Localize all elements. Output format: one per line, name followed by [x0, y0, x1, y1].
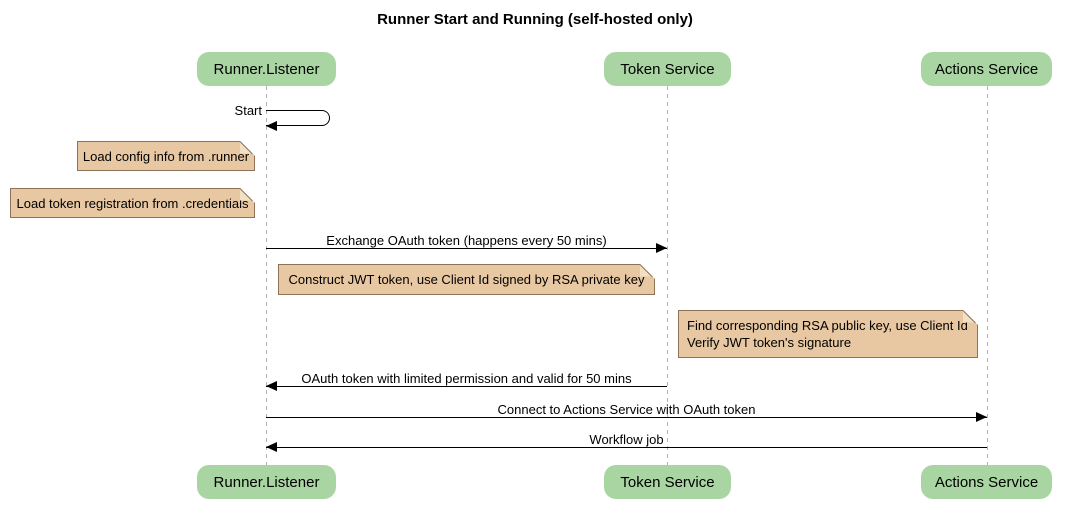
participant-actions-service-top: Actions Service	[921, 52, 1052, 86]
participant-runner-listener-top: Runner.Listener	[197, 52, 336, 86]
participant-token-service-bottom: Token Service	[604, 465, 731, 499]
arrowhead-right-icon	[656, 243, 667, 253]
message-oauth-return-label: OAuth token with limited permission and …	[301, 371, 632, 386]
diagram-title: Runner Start and Running (self-hosted on…	[377, 11, 693, 28]
participant-label: Actions Service	[934, 60, 1039, 78]
lifeline-actions-service	[987, 86, 988, 465]
message-oauth-return-line	[266, 386, 667, 387]
message-start-label: Start	[234, 103, 262, 118]
note-text: Load token registration from .credential…	[16, 195, 249, 211]
note-text: Construct JWT token, use Client Id signe…	[288, 272, 645, 287]
participant-label: Runner.Listener	[213, 60, 320, 78]
participant-label: Runner.Listener	[213, 473, 320, 491]
note-verify-jwt: Find corresponding RSA public key, use C…	[678, 310, 978, 358]
note-load-config: Load config info from .runner	[77, 141, 255, 171]
participant-label: Token Service	[620, 473, 715, 491]
arrowhead-right-icon	[976, 412, 987, 422]
note-fold-icon	[963, 310, 978, 325]
lifeline-runner-listener	[266, 86, 267, 465]
message-exchange-oauth-label: Exchange OAuth token (happens every 50 m…	[326, 233, 607, 248]
note-text: Load config info from .runner	[82, 148, 250, 164]
participant-label: Token Service	[620, 60, 715, 78]
note-fold-icon	[640, 264, 655, 279]
message-exchange-oauth-line	[266, 248, 667, 249]
lifeline-token-service	[667, 86, 668, 465]
participant-token-service-top: Token Service	[604, 52, 731, 86]
message-connect-actions-label: Connect to Actions Service with OAuth to…	[497, 402, 756, 417]
participant-runner-listener-bottom: Runner.Listener	[197, 465, 336, 499]
message-start-self-loop	[266, 110, 330, 126]
note-load-token-registration: Load token registration from .credential…	[10, 188, 255, 218]
participant-actions-service-bottom: Actions Service	[921, 465, 1052, 499]
note-fold-icon	[240, 188, 255, 203]
arrowhead-left-icon	[266, 381, 277, 391]
message-workflow-job-label: Workflow job	[589, 432, 664, 447]
note-text: Find corresponding RSA public key, use C…	[687, 318, 968, 333]
note-text: Verify JWT token's signature	[687, 335, 852, 350]
note-fold-icon	[240, 141, 255, 156]
arrowhead-left-icon	[266, 442, 277, 452]
participant-label: Actions Service	[934, 473, 1039, 491]
note-construct-jwt: Construct JWT token, use Client Id signe…	[278, 264, 655, 295]
message-connect-actions-line	[266, 417, 987, 418]
message-workflow-job-line	[266, 447, 987, 448]
arrowhead-left-icon	[266, 121, 277, 131]
